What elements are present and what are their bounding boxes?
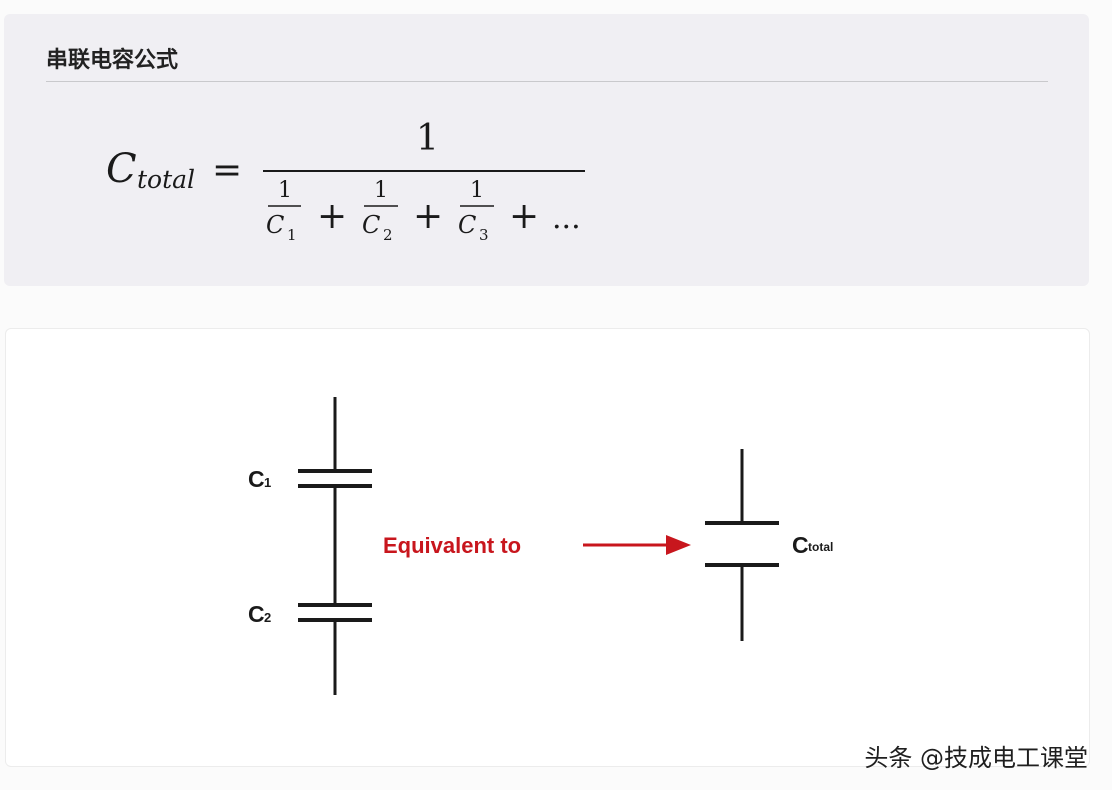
lhs-symbol: C <box>106 146 137 192</box>
series-capacitance-formula: C total = 1 1 C 1 + 1 C 2 + 1 C 3 + ... <box>106 118 585 244</box>
c1-label-subscript: 1 <box>264 475 271 490</box>
source-watermark: 头条 @技成电工课堂 <box>864 744 1088 772</box>
term1-denominator: C <box>266 211 284 239</box>
term3-denominator: C <box>458 211 476 239</box>
term2-denominator: C <box>362 211 380 239</box>
plus-sign-3: + <box>509 196 539 237</box>
c1-label: C <box>248 466 265 492</box>
equals-sign: = <box>212 150 242 191</box>
equivalence-arrow-head <box>666 535 691 555</box>
term3-numerator: 1 <box>470 178 484 203</box>
term1-numerator: 1 <box>278 178 292 203</box>
c2-label: C <box>248 601 265 627</box>
main-numerator: 1 <box>416 118 439 159</box>
title-divider <box>46 81 1048 82</box>
c2-label-subscript: 2 <box>264 610 271 625</box>
ctotal-label-subscript: total <box>808 540 833 554</box>
formula-title: 串联电容公式 <box>46 48 179 73</box>
term3-subscript: 3 <box>479 226 489 244</box>
formula-card: 串联电容公式 C total = 1 1 C 1 + 1 C 2 + 1 C 3… <box>4 14 1089 286</box>
plus-sign-2: + <box>413 196 443 237</box>
term2-numerator: 1 <box>374 178 388 203</box>
capacitor-equivalence-diagram: C 1 C 2 Equivalent to C total <box>248 397 833 695</box>
term2-subscript: 2 <box>383 226 393 244</box>
lhs-subscript: total <box>137 165 195 194</box>
ellipsis: ... <box>552 201 581 236</box>
ctotal-label: C <box>792 532 809 558</box>
equivalent-to-label: Equivalent to <box>383 533 521 558</box>
circuit-diagram-card: C 1 C 2 Equivalent to C total <box>5 328 1090 767</box>
term1-subscript: 1 <box>287 226 297 244</box>
plus-sign-1: + <box>317 196 347 237</box>
